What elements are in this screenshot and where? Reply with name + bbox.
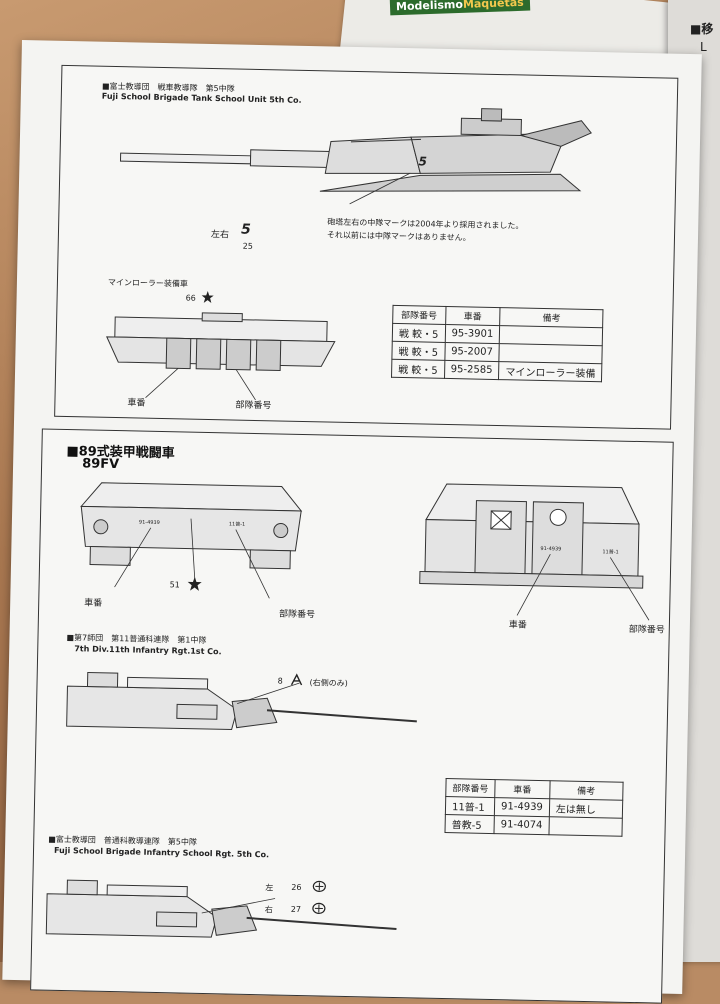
- tank-side-view: 5: [119, 108, 592, 205]
- brand-part1: Modelismo: [395, 0, 464, 14]
- company-mark-5: 5: [240, 221, 251, 238]
- table-header: 車番: [494, 779, 550, 799]
- unit1-name-en: 7th Div.11th Infantry Rgt.1st Co.: [74, 644, 222, 657]
- ifv-marking-panel: ■89式装甲戦闘車 89FV 91-4939 11普-1 51 車番 部隊番号: [30, 428, 674, 1004]
- section-title-en: 89FV: [81, 456, 120, 473]
- ifv-side-view-2: [45, 879, 397, 938]
- table-cell: 95-2007: [444, 342, 500, 362]
- rear-label-unit-number: 部隊番号: [628, 624, 665, 636]
- table-cell: [499, 325, 603, 346]
- rear-plate-left: 91-4939: [540, 546, 561, 552]
- label-unit-number: 部隊番号: [278, 609, 316, 621]
- mark-right-number: 27: [290, 904, 302, 915]
- rear-label-vehicle-number: 車番: [508, 620, 527, 631]
- table-header: 備考: [549, 780, 623, 801]
- star-mark-icon: [187, 576, 202, 591]
- label-vehicle-number: 車番: [84, 598, 103, 609]
- table-cell: [499, 343, 603, 364]
- table-header: 部隊番号: [392, 305, 446, 325]
- ifv-side-view-1: [66, 672, 417, 731]
- table-header: 車番: [445, 306, 501, 326]
- table-cell: [548, 816, 623, 837]
- table-cell: 95-2585: [444, 360, 500, 380]
- mark-number-25: 25: [242, 241, 254, 251]
- table-row: 戦 較・5 95-2585 マインローラー装備: [391, 359, 603, 382]
- adjacent-page-heading: ■移: [690, 22, 714, 36]
- table-cell: マインローラー装備: [498, 361, 603, 382]
- star-mark-icon: [201, 290, 214, 304]
- front-plate-left: 91-4939: [139, 520, 160, 526]
- table-cell: 普教-5: [444, 814, 495, 834]
- turret-company-mark: 5: [418, 154, 427, 168]
- table-cell: 11普-1: [445, 796, 495, 816]
- star-number-51: 51: [169, 580, 180, 590]
- table-cell: 91-4074: [494, 815, 550, 835]
- table-cell: 91-4939: [494, 797, 550, 817]
- table-header: 備考: [499, 307, 604, 328]
- table-cell: 左は無し: [549, 798, 623, 819]
- tank-marking-panel: ■富士教導団 戦車教導隊 第5中隊 Fuji School Brigade Ta…: [54, 64, 679, 430]
- note-line-2: それ以前には中隊マークはありません。: [326, 230, 471, 243]
- mark1-number: 8: [277, 676, 283, 686]
- rear-plate-right: 11普-1: [602, 548, 619, 555]
- unit-mark-right-icon: [312, 902, 326, 915]
- table-cell: 戦 較・5: [391, 341, 445, 361]
- ifv-front-view: 91-4939 11普-1: [80, 482, 303, 599]
- label-vehicle-number: 車番: [127, 398, 146, 409]
- unit2-name-en: Fuji School Brigade Infantry School Rgt.…: [53, 845, 270, 860]
- table-header: 部隊番号: [445, 778, 496, 798]
- mark-right-label: 右: [264, 905, 273, 915]
- label-unit-number: 部隊番号: [235, 400, 272, 412]
- mark-left-number: 26: [291, 882, 302, 893]
- mark1-note: (右側のみ): [309, 678, 348, 688]
- tank-front-view: [106, 312, 336, 401]
- mine-roller-label: マインローラー装備車: [107, 277, 189, 289]
- mark-side-label: 左右: [210, 230, 230, 241]
- unit-mark-1-icon: [290, 673, 303, 686]
- ifv-rear-view: 91-4939 11普-1: [419, 483, 650, 621]
- table-row: 普教-5 91-4074: [444, 814, 623, 837]
- table-cell: 95-3901: [444, 324, 500, 344]
- unit-mark-left-icon: [312, 880, 326, 893]
- star-number-66: 66: [185, 293, 196, 303]
- instruction-sheet: ■富士教導団 戦車教導隊 第5中隊 Fuji School Brigade Ta…: [2, 40, 702, 1004]
- brand-part2: Maquetas: [462, 0, 524, 11]
- mark-left-label: 左: [265, 883, 274, 893]
- adjacent-page-text: L: [700, 40, 707, 54]
- table-cell: 戦 較・5: [392, 323, 446, 343]
- front-plate-right: 11普-1: [229, 520, 246, 527]
- tank-unit-table: 部隊番号 車番 備考 戦 較・5 95-3901 戦 較・5 95-2007 戦…: [391, 305, 604, 382]
- table-cell: 戦 較・5: [391, 359, 445, 379]
- ifv-unit-table: 部隊番号 車番 備考 11普-1 91-4939 左は無し 普教-5 91-40…: [444, 778, 623, 837]
